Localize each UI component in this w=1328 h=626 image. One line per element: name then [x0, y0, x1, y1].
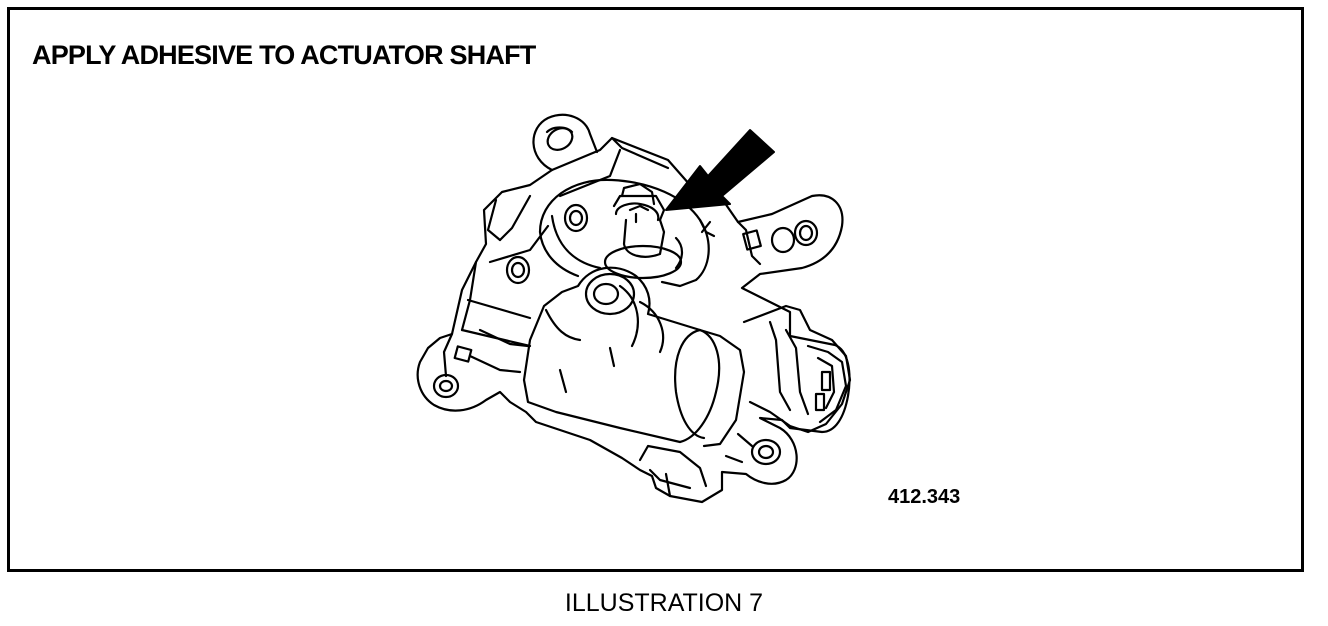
- illustration-title: APPLY ADHESIVE TO ACTUATOR SHAFT: [32, 40, 536, 70]
- figure-reference-number: 412.343: [888, 486, 961, 508]
- illustration-caption: ILLUSTRATION 7: [564, 589, 764, 617]
- arrow-icon: [665, 129, 775, 211]
- illustration-frame: APPLY ADHESIVE TO ACTUATOR SHAFT: [7, 7, 1304, 572]
- actuator-icon: [416, 113, 852, 504]
